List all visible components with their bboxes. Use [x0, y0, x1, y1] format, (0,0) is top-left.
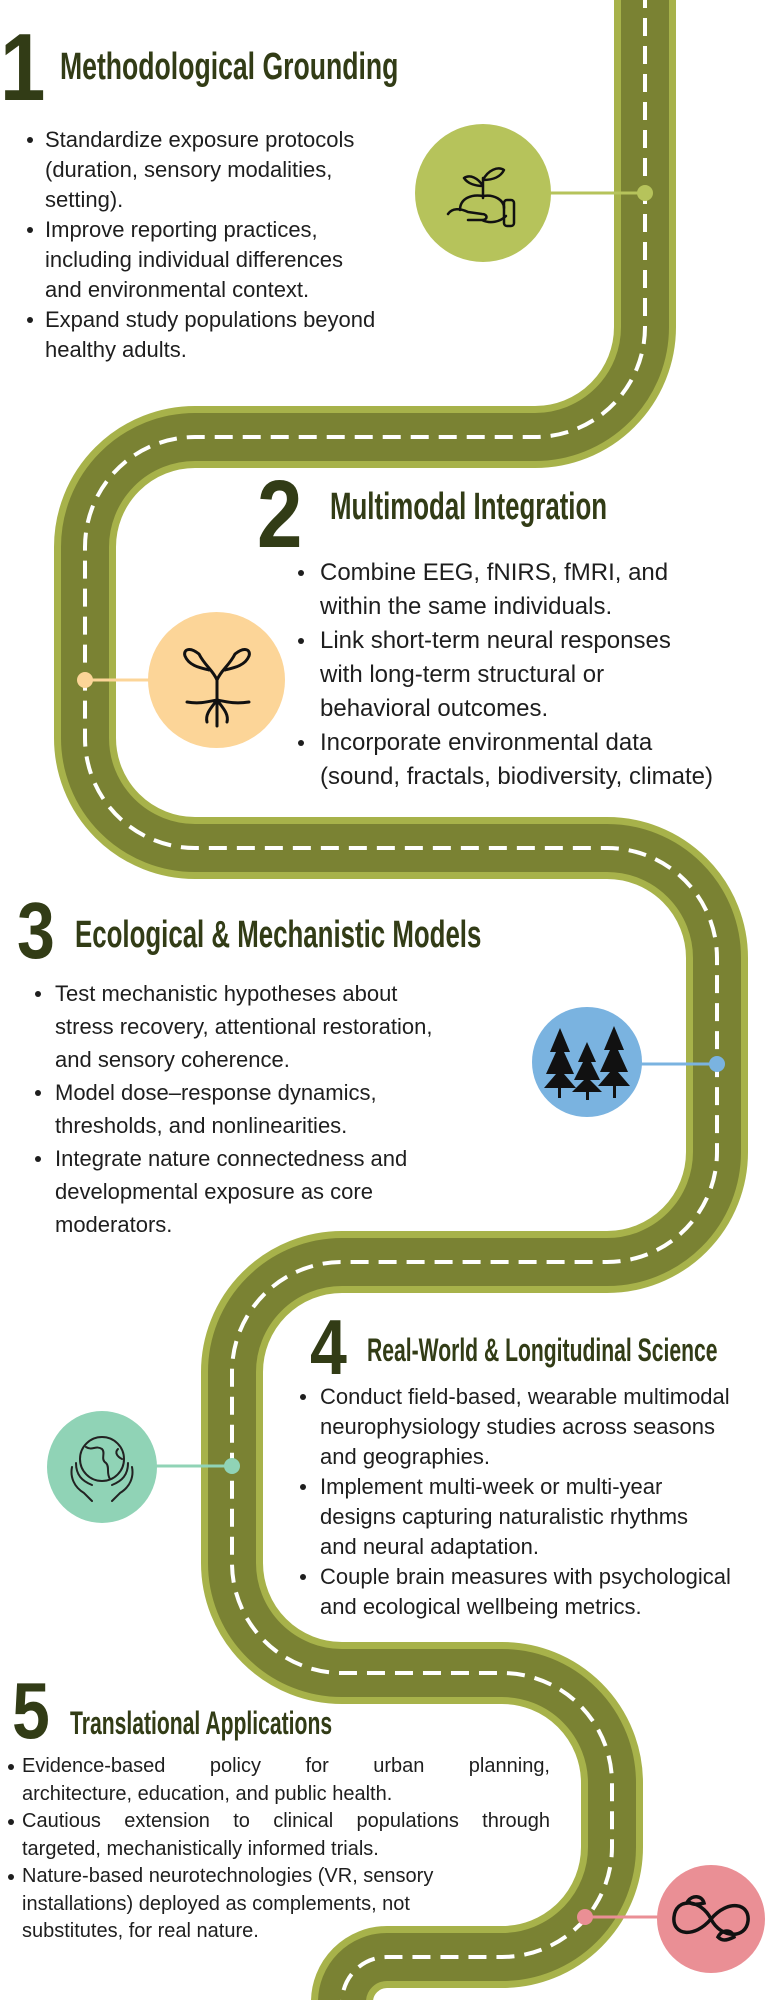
step-1-title: Methodological Grounding — [60, 46, 399, 88]
bullet-dot — [298, 740, 304, 746]
step-2-number: 2 — [257, 461, 303, 568]
bullet-dot — [8, 1818, 14, 1825]
bullet-text-line: and geographies. — [320, 1444, 491, 1469]
bullet-dot — [8, 1763, 14, 1770]
bullet-item: Couple brain measures with psychological… — [300, 1562, 731, 1622]
bullet-text-line: healthy adults. — [45, 337, 187, 362]
bullet-item: Standardize exposure protocols (duration,… — [27, 125, 375, 215]
bullet-text-line: and sensory coherence. — [55, 1047, 290, 1072]
step-5-number: 5 — [12, 1666, 50, 1755]
bullet-dot — [27, 317, 33, 323]
road-center-dashes — [83, 0, 719, 2000]
step-1-bullet-list: Standardize exposure protocols (duration,… — [27, 125, 375, 365]
bullet-item: Combine EEG, fNIRS, fMRI, and within the … — [298, 556, 713, 624]
bullet-text-line: neurophysiology studies across seasons — [320, 1414, 716, 1439]
bullet-text-line: substitutes, for real nature. — [22, 1920, 259, 1942]
bullet-text-line: Standardize exposure protocols — [45, 127, 355, 152]
step-3-title: Ecological & Mechanistic Models — [75, 914, 482, 956]
bullet-text-line: setting). — [45, 187, 124, 212]
bullet-text-line: Nature-based neurotechnologies (VR, sens… — [22, 1865, 434, 1887]
road-marker-2 — [77, 672, 93, 688]
step-5-icon-circle — [657, 1865, 765, 1973]
bullet-text-line: developmental exposure as core — [55, 1179, 373, 1204]
bullet-text-line: Link short-term neural responses — [320, 627, 671, 654]
step-2-icon-circle — [148, 612, 285, 748]
bullet-text-line: Test mechanistic hypotheses about — [55, 981, 398, 1006]
step-4-number: 4 — [310, 1303, 347, 1391]
bullet-item: Improve reporting practices, including in… — [27, 215, 375, 305]
bullet-dot — [300, 1394, 306, 1400]
bullet-text-line: thresholds, and nonlinearities. — [55, 1113, 348, 1138]
bullet-item: Incorporate environmental data (sound, fr… — [298, 726, 713, 794]
bullet-text-line: installations) deployed as complements, … — [22, 1892, 410, 1915]
bullet-dot — [300, 1574, 306, 1580]
bullet-text-line: within the same individuals. — [320, 593, 613, 620]
bullet-dot — [35, 990, 41, 997]
bullet-text-line: targeted, mechanistically informed trial… — [22, 1837, 379, 1860]
step-4-icon-circle — [47, 1411, 157, 1523]
road-marker-3 — [709, 1056, 725, 1072]
step-5-bullet-list: Evidence-based policy for urban planning… — [8, 1753, 550, 1946]
bullet-item: Model dose–response dynamics, thresholds,… — [35, 1076, 432, 1142]
bullet-text-line: and ecological wellbeing metrics. — [320, 1594, 642, 1619]
bullet-item: Test mechanistic hypotheses about stress … — [35, 977, 432, 1076]
bullet-text-line: behavioral outcomes. — [320, 695, 549, 722]
bullet-item: Implement multi-week or multi-year design… — [300, 1472, 731, 1562]
bullet-dot — [298, 570, 304, 576]
bullet-text-line: Couple brain measures with psychological — [320, 1564, 731, 1589]
leaf-infinity-icon — [672, 1895, 750, 1942]
bullet-dot — [35, 1089, 41, 1096]
bullet-dot — [27, 227, 33, 233]
bullet-text-line: Improve reporting practices, — [45, 217, 318, 242]
sprout-roots-icon — [182, 648, 251, 728]
bullet-item: Cautious extension to clinical populatio… — [8, 1808, 550, 1863]
bullet-dot — [27, 137, 33, 143]
bullet-text-line: and environmental context. — [45, 277, 310, 302]
bullet-dot — [300, 1484, 306, 1490]
step-2-title: Multimodal Integration — [330, 486, 608, 528]
step-1-number: 1 — [0, 14, 46, 121]
bullet-text-line: (sound, fractals, biodiversity, climate) — [320, 763, 714, 790]
step-1-icon-circle — [415, 124, 551, 262]
bullet-dot — [8, 1873, 14, 1880]
road-marker-1 — [637, 185, 653, 201]
bullet-text-line: including individual differences — [45, 247, 344, 272]
bullet-item: Expand study populations beyond healthy a… — [27, 305, 375, 365]
bullet-text-line: and neural adaptation. — [320, 1534, 539, 1559]
bullet-item: Nature-based neurotechnologies (VR, sens… — [8, 1863, 550, 1946]
step-2-bullet-list: Combine EEG, fNIRS, fMRI, and within the … — [298, 556, 713, 794]
bullet-dot — [35, 1155, 41, 1162]
bullet-text-line: Model dose–response dynamics, — [55, 1080, 377, 1105]
bullet-text-line: Implement multi-week or multi-year — [320, 1474, 663, 1499]
step-3-bullet-list: Test mechanistic hypotheses about stress … — [35, 977, 432, 1241]
bullet-item: Link short-term neural responses with lon… — [298, 624, 713, 726]
bullet-text-line: Evidence-based policy for urban planning… — [22, 1755, 550, 1777]
bullet-dot — [298, 638, 304, 644]
bullet-text-line: Integrate nature connectedness and — [55, 1146, 408, 1171]
bullet-text-line: designs capturing naturalistic rhythms — [320, 1504, 689, 1529]
pine-trees-icon — [544, 1026, 630, 1100]
bullet-text-line: (duration, sensory modalities, — [45, 157, 333, 182]
step-4-bullet-list: Conduct field-based, wearable multimodal… — [300, 1382, 731, 1622]
step-3-number: 3 — [17, 886, 55, 975]
bullet-item: Evidence-based policy for urban planning… — [8, 1753, 550, 1808]
hand-holding-seedling-icon — [446, 167, 516, 228]
step-3-icon-circle — [532, 1007, 642, 1117]
bullet-text-line: Expand study populations beyond — [45, 307, 376, 332]
road-marker-5 — [577, 1909, 593, 1925]
bullet-item: Conduct field-based, wearable multimodal… — [300, 1382, 731, 1472]
bullet-text-line: with long-term structural or — [320, 661, 605, 688]
hands-holding-globe-icon — [70, 1436, 134, 1502]
bullet-text-line: Conduct field-based, wearable multimodal — [320, 1384, 730, 1409]
road-marker-4 — [224, 1458, 240, 1474]
bullet-text-line: Incorporate environmental data — [320, 729, 653, 756]
step-4-title: Real-World & Longitudinal Science — [367, 1332, 718, 1368]
bullet-text-line: Cautious extension to clinical populatio… — [22, 1810, 550, 1832]
step-5-title: Translational Applications — [70, 1705, 333, 1741]
bullet-text-line: Combine EEG, fNIRS, fMRI, and — [320, 559, 669, 586]
bullet-text-line: architecture, education, and public heal… — [22, 1782, 393, 1805]
bullet-text-line: stress recovery, attentional restoration… — [55, 1014, 433, 1039]
bullet-text-line: moderators. — [55, 1212, 173, 1237]
bullet-item: Integrate nature connectedness and develo… — [35, 1142, 432, 1241]
